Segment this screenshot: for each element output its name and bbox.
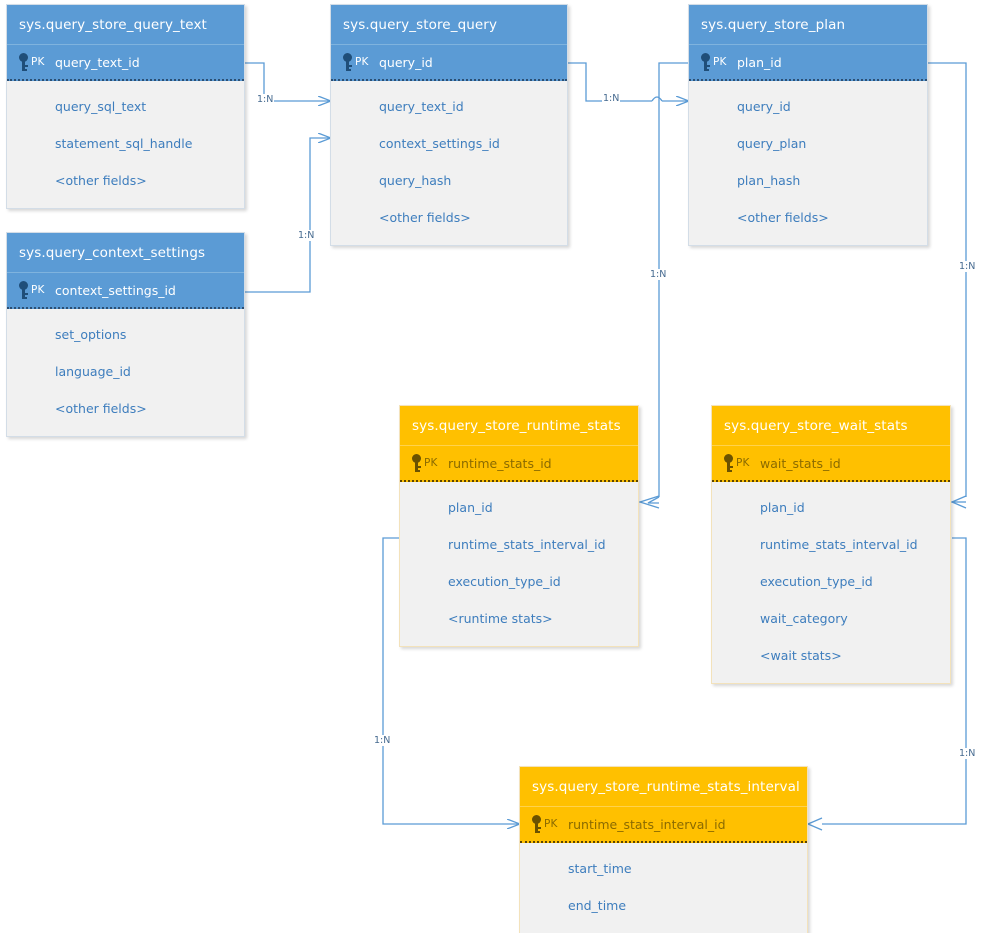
cardinality-label-r3: 1:N [602,93,621,104]
entity-primary-key-row[interactable]: PK query_text_id [7,45,244,81]
relationship-interval-to-wait_stats [822,537,967,825]
entity-field[interactable]: execution_type_id [760,574,873,589]
pk-field-name: query_id [379,54,433,70]
entity-field[interactable]: <other fields> [737,210,829,225]
entity-field[interactable]: <runtime stats> [448,611,553,626]
key-icon [701,53,710,71]
entity-primary-key-row[interactable]: PK runtime_stats_id [400,446,638,482]
entity-field[interactable]: runtime_stats_interval_id [448,537,606,552]
key-icon [19,53,28,71]
entity-fields: plan_id runtime_stats_interval_id execut… [712,482,950,683]
entity-field[interactable]: <other fields> [55,173,147,188]
entity-field[interactable]: <other fields> [55,401,147,416]
cardinality-label-r2: 1:N [297,230,316,241]
relationship-plan-to-runtime_stats [658,62,688,497]
entity-query_store_query_text[interactable]: sys.query_store_query_text PK query_text… [6,4,245,209]
relationship-context_settings-to-query [245,138,330,293]
key-icon [343,53,352,71]
entity-query_store_runtime_stats[interactable]: sys.query_store_runtime_stats PK runtime… [399,405,639,647]
pk-badge: PK [31,56,45,68]
relationship-plan-to-wait_stats [928,62,967,497]
entity-title: sys.query_store_wait_stats [712,406,950,446]
entity-query_store_runtime_stats_interval[interactable]: sys.query_store_runtime_stats_interval P… [519,766,808,933]
entity-primary-key-row[interactable]: PK runtime_stats_interval_id [520,807,807,843]
pk-field-name: plan_id [737,54,782,70]
pk-badge: PK [736,457,750,469]
entity-field[interactable]: query_hash [379,173,452,188]
entity-field[interactable]: query_id [737,99,791,114]
entity-field[interactable]: wait_category [760,611,848,626]
entity-title: sys.query_store_query [331,5,567,45]
cardinality-label-r7: 1:N [958,748,977,759]
entity-field[interactable]: plan_id [448,500,493,515]
pk-field-name: runtime_stats_id [448,455,552,471]
entity-fields: query_text_id context_settings_id query_… [331,81,567,245]
entity-fields: start_time end_time [520,843,807,933]
pk-badge: PK [544,818,558,830]
pk-badge: PK [31,284,45,296]
cardinality-label-r5: 1:N [958,261,977,272]
entity-field[interactable]: start_time [568,861,632,876]
relationship-interval-to-runtime_stats [382,537,519,824]
entity-field[interactable]: query_plan [737,136,807,151]
entity-title: sys.query_store_runtime_stats_interval [520,767,807,807]
entity-query_store_wait_stats[interactable]: sys.query_store_wait_stats PK wait_stats… [711,405,951,684]
entity-primary-key-row[interactable]: PK plan_id [689,45,927,81]
entity-field[interactable]: <wait stats> [760,648,842,663]
entity-primary-key-row[interactable]: PK wait_stats_id [712,446,950,482]
relationship-plan-to-wait_stats-arrow [950,495,967,509]
entity-field[interactable]: end_time [568,898,627,913]
key-icon [532,815,541,833]
entity-field[interactable]: plan_hash [737,173,801,188]
entity-query_store_plan[interactable]: sys.query_store_plan PK plan_id query_id… [688,4,928,246]
entity-title: sys.query_store_plan [689,5,927,45]
entity-field[interactable]: query_text_id [379,99,464,114]
entity-field[interactable]: context_settings_id [379,136,500,151]
entity-field[interactable]: set_options [55,327,127,342]
entity-primary-key-row[interactable]: PK query_id [331,45,567,81]
entity-query_store_query[interactable]: sys.query_store_query PK query_id query_… [330,4,568,246]
relationship-interval-to-wait_stats-arrow [806,817,823,831]
entity-field[interactable]: execution_type_id [448,574,561,589]
pk-badge: PK [424,457,438,469]
entity-field[interactable]: language_id [55,364,131,379]
entity-field[interactable]: <other fields> [379,210,471,225]
pk-badge: PK [355,56,369,68]
entity-field[interactable]: statement_sql_handle [55,136,193,151]
cardinality-label-r6: 1:N [373,735,392,746]
entity-query_context_settings[interactable]: sys.query_context_settings PK context_se… [6,232,245,437]
entity-title: sys.query_context_settings [7,233,244,273]
entity-field[interactable]: runtime_stats_interval_id [760,537,918,552]
entity-fields: plan_id runtime_stats_interval_id execut… [400,482,638,646]
entity-fields: query_sql_text statement_sql_handle <oth… [7,81,244,208]
relationship-query_text-to-query [245,62,330,101]
pk-field-name: context_settings_id [55,282,176,298]
key-icon [724,454,733,472]
entity-primary-key-row[interactable]: PK context_settings_id [7,273,244,309]
cardinality-label-r1: 1:N [256,94,275,105]
relationship-plan-to-runtime_stats-arrow [637,495,660,509]
entity-title: sys.query_store_runtime_stats [400,406,638,446]
entity-title: sys.query_store_query_text [7,5,244,45]
entity-fields: query_id query_plan plan_hash <other fie… [689,81,927,245]
key-icon [412,454,421,472]
entity-fields: set_options language_id <other fields> [7,309,244,436]
key-icon [19,281,28,299]
pk-badge: PK [713,56,727,68]
pk-field-name: runtime_stats_interval_id [568,816,726,832]
entity-field[interactable]: query_sql_text [55,99,147,114]
pk-field-name: query_text_id [55,54,140,70]
entity-field[interactable]: plan_id [760,500,805,515]
pk-field-name: wait_stats_id [760,455,841,471]
cardinality-label-r4: 1:N [649,269,668,280]
